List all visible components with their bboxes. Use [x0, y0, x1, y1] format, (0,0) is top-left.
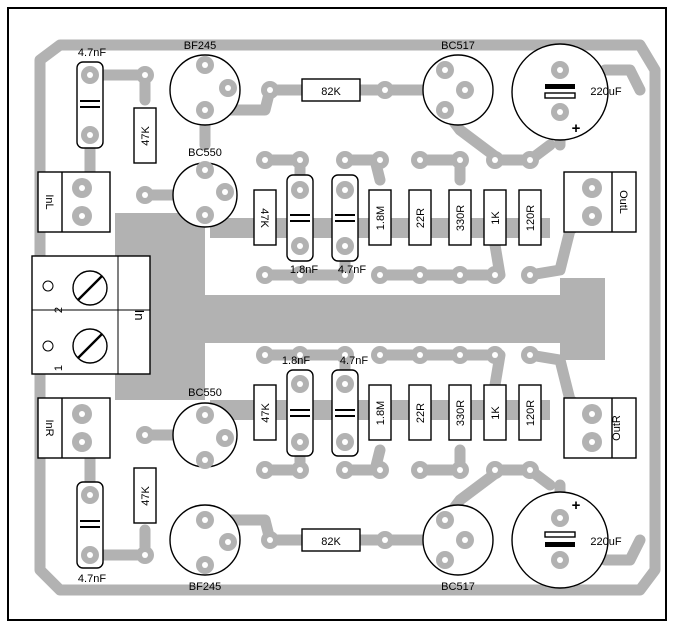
label-top-330r: 330R [455, 205, 467, 231]
resistor-top-47k-in: 47K [133, 107, 157, 164]
resistor-top-82k: 82K [301, 78, 361, 102]
capacitor-top-in: 4.7nF [76, 47, 106, 149]
label-bot-bjt: BC517 [441, 581, 475, 593]
label-top-1k: 1K [490, 211, 502, 225]
label-top-bjt: BC517 [441, 40, 475, 52]
label-out-right: OutR [611, 415, 623, 441]
label-bot-1k: 1K [490, 406, 502, 420]
resistor-bot-82k: 82K [301, 528, 361, 552]
capacitor-top-4n7: 4.7nF [331, 174, 366, 276]
connector-out-right: OutR [563, 397, 637, 459]
label-top-4n7-in: 4.7nF [78, 47, 106, 59]
label-top-fet: BF245 [184, 40, 216, 52]
capacitor-top-electrolytic: 220uF + [511, 43, 622, 141]
transistor-bot-fet: BF245 [169, 504, 241, 593]
label-bot-1m8: 1.8M [375, 401, 387, 425]
resistor-bot-120r: 120R [518, 384, 542, 441]
resistor-top-22r: 22R [408, 189, 432, 246]
label-bot-82k: 82K [321, 536, 341, 548]
label-in-right: InR [43, 419, 55, 436]
capacitor-bot-1n8: 1.8nF [282, 355, 314, 457]
label-input-block: In [132, 310, 147, 321]
label-bot-electrolytic: 220uF [590, 536, 621, 548]
resistor-bot-22r: 22R [408, 384, 432, 441]
label-top-22r: 22R [415, 208, 427, 228]
label-top-electrolytic: 220uF [590, 86, 621, 98]
resistor-bot-47k-in: 47K [133, 467, 157, 524]
polarity-bot: + [572, 497, 581, 514]
resistor-top-120r: 120R [518, 189, 542, 246]
label-out-left: OutL [617, 190, 629, 214]
label-in-left: InL [43, 194, 55, 209]
resistor-bot-330r: 330R [448, 384, 472, 441]
label-top-47k-b: 47K [258, 208, 270, 228]
capacitor-bot-4n7: 4.7nF [331, 355, 368, 457]
label-top-4n7: 4.7nF [338, 264, 366, 276]
label-bot-4n7-in: 4.7nF [78, 573, 106, 585]
ground-plane [115, 213, 605, 400]
capacitor-bot-in: 4.7nF [76, 481, 106, 585]
transistor-top-mid: BC550 [172, 147, 238, 228]
resistor-top-330r: 330R [448, 189, 472, 246]
polarity-top: + [572, 120, 581, 137]
label-bot-mid: BC550 [188, 387, 222, 399]
resistor-bot-1m8: 1.8M [368, 384, 392, 441]
label-bot-1n8: 1.8nF [282, 355, 310, 367]
pin-label-1: 1 [53, 365, 65, 371]
label-bot-47k-b: 47K [260, 403, 272, 423]
connector-out-left: OutL [563, 171, 637, 233]
transistor-top-fet: BF245 [169, 40, 241, 126]
transistor-bot-mid: BC550 [172, 387, 238, 469]
label-top-mid: BC550 [188, 147, 222, 159]
label-top-82k: 82K [321, 86, 341, 98]
label-top-120r: 120R [525, 205, 537, 231]
label-top-47k-a: 47K [140, 126, 152, 146]
label-bot-4n7: 4.7nF [340, 355, 368, 367]
label-top-1n8: 1.8nF [290, 264, 318, 276]
connector-in-left: InL [37, 171, 111, 233]
resistor-bot-1k: 1K [483, 384, 507, 441]
label-bot-120r: 120R [525, 400, 537, 426]
label-bot-47k-a: 47K [140, 486, 152, 506]
transistor-bot-bjt: BC517 [422, 504, 494, 593]
label-top-1m8: 1.8M [375, 206, 387, 230]
resistor-top-1k: 1K [483, 189, 507, 246]
label-bot-fet: BF245 [189, 581, 221, 593]
capacitor-top-1n8: 1.8nF [286, 174, 318, 276]
resistor-bot-47k-bank: 47K [253, 384, 277, 441]
resistor-top-47k-bank: 47K [253, 189, 277, 246]
solder-pads [81, 66, 539, 564]
label-bot-330r: 330R [455, 400, 467, 426]
board-outline [7, 7, 667, 621]
transistor-top-bjt: BC517 [422, 40, 494, 126]
label-bot-22r: 22R [415, 403, 427, 423]
input-terminal-block: 2 1 In [31, 255, 151, 375]
connector-in-right: InR [37, 397, 111, 459]
resistor-top-1m8: 1.8M [368, 189, 392, 246]
pin-label-2: 2 [53, 307, 65, 313]
capacitor-bot-electrolytic: 220uF + [511, 491, 622, 589]
